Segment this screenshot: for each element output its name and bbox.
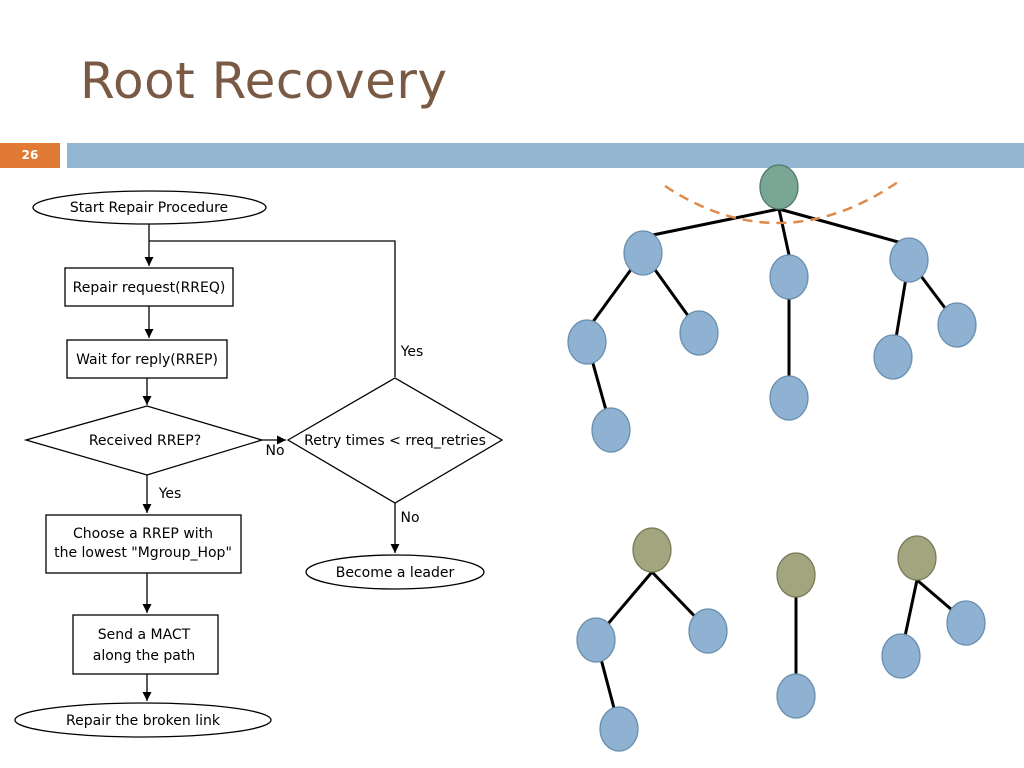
tree-node [576,617,616,663]
tree-node [599,706,639,752]
choose-label-line2: the lowest "Mgroup_Hop" [54,545,232,561]
tree-node [688,608,728,654]
received-decision-shape [23,405,265,476]
send-label-line1: Send a MACT [98,627,191,643]
tree-node [769,375,809,421]
leader-label: Become a leader [336,565,455,581]
header-bar [67,143,1024,168]
choose-process-shape [45,514,242,574]
start-terminal-shape [32,190,267,225]
send-process-shape [72,614,219,675]
repair-label: Repair the broken link [66,713,221,729]
repair-terminal-shape [14,702,272,738]
tree-node [881,633,921,679]
wait-label: Wait for reply(RREP) [76,352,218,368]
tree-node [591,407,631,453]
tree-after-nodes [576,527,986,752]
send-label-line2: along the path [93,648,196,664]
leader-terminal-shape [305,554,485,590]
tree-node [769,254,809,300]
leader-node [632,527,672,573]
yes-retry-label: Yes [400,344,424,360]
tree-before [567,164,977,453]
choose-label-line1: Choose a RREP with [73,526,213,542]
slide-title: Root Recovery [80,52,448,110]
leader-node [897,535,937,581]
cut-line [664,180,899,225]
flowchart [14,190,504,738]
no-retry-label: No [400,510,419,526]
no-received-label: No [265,443,284,459]
tree-after [576,527,986,752]
tree-before-nodes [567,164,977,453]
wait-process-shape [66,339,228,379]
start-label: Start Repair Procedure [70,200,228,216]
tree-node [873,334,913,380]
rreq-process-shape [64,267,234,307]
page-number: 26 [0,143,60,168]
tree-node [776,673,816,719]
tree-node [623,230,663,276]
tree-node [889,237,929,283]
root-node [759,164,799,210]
flowchart-connectors [142,224,400,701]
retry-label: Retry times < rreq_retries [304,433,486,449]
tree-node [946,600,986,646]
retry-decision-shape [286,377,504,504]
tree-node [679,310,719,356]
tree-node [937,302,977,348]
leader-node [776,552,816,598]
yes-received-label: Yes [158,486,182,502]
received-label: Received RREP? [89,433,201,449]
rreq-label: Repair request(RREQ) [73,280,226,296]
flowchart-labels: Start Repair Procedure Repair request(RR… [54,200,486,729]
tree-node [567,319,607,365]
